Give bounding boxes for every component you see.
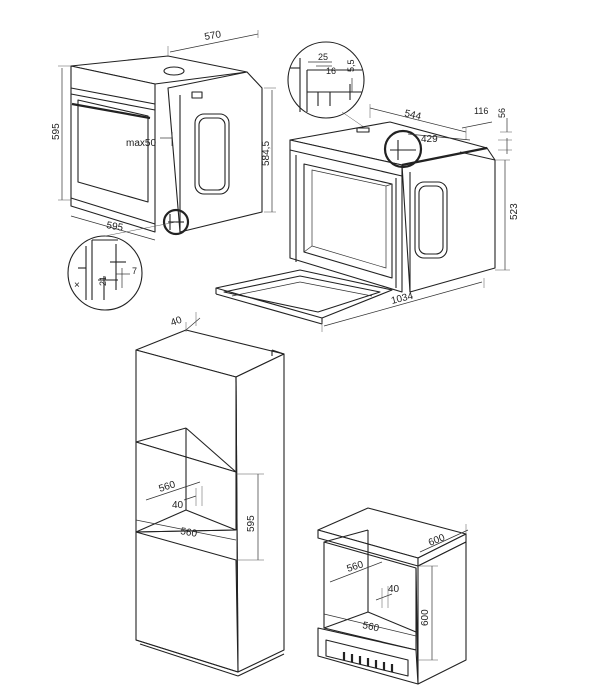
closed-oven [70,55,263,236]
dim-column-niche-depth: 560 [158,479,178,495]
dim-open-429: 429 [421,134,438,145]
dim-detail-21: 21 [98,276,108,286]
detail-circle-bottom: 21 7 × [67,221,177,311]
under-counter-cabinet [317,507,467,685]
cross-symbol: × [74,280,80,291]
dim-column-niche-gap: 40 [172,500,184,511]
under-counter-dimensions: 600 560 40 560 600 [323,524,469,661]
dim-counter-gap: 40 [388,584,400,595]
dim-open-56: 56 [497,108,507,118]
dim-open-116: 116 [474,106,488,116]
open-oven [215,121,496,325]
dim-oven-width: 570 [204,29,223,43]
dim-detail-5-5: 5,5 [346,59,356,72]
dim-counter-height: 600 [420,609,431,626]
column-cabinet-dimensions: 40 560 40 560 595 [135,312,264,561]
dim-handle-max: max50 [126,138,156,149]
dim-counter-depth: 560 [346,559,366,575]
vent-slots [342,652,394,672]
dim-oven-front-width: 595 [105,220,124,234]
dim-column-niche-height: 595 [246,515,257,532]
column-cabinet [135,329,285,677]
dim-open-total: 1034 [390,291,415,307]
dim-counter-width-inner: 560 [361,620,380,634]
dim-open-height: 523 [509,203,520,220]
dim-column-40: 40 [169,315,184,329]
dim-oven-height: 595 [51,123,62,140]
dim-column-niche-width: 560 [179,526,198,540]
dim-detail-7: 7 [132,266,137,276]
open-oven-dimensions: 544 116 56 429 523 1034 [321,104,520,332]
dim-detail-25: 25 [318,52,328,62]
dim-oven-body-height: 584,5 [261,141,272,166]
dim-open-depth: 544 [403,108,422,123]
closed-oven-dimensions: 570 595 595 584,5 max50 [51,29,276,241]
detail-circle-top: 25 16 5,5 [287,41,391,146]
dim-detail-16: 16 [326,66,336,76]
